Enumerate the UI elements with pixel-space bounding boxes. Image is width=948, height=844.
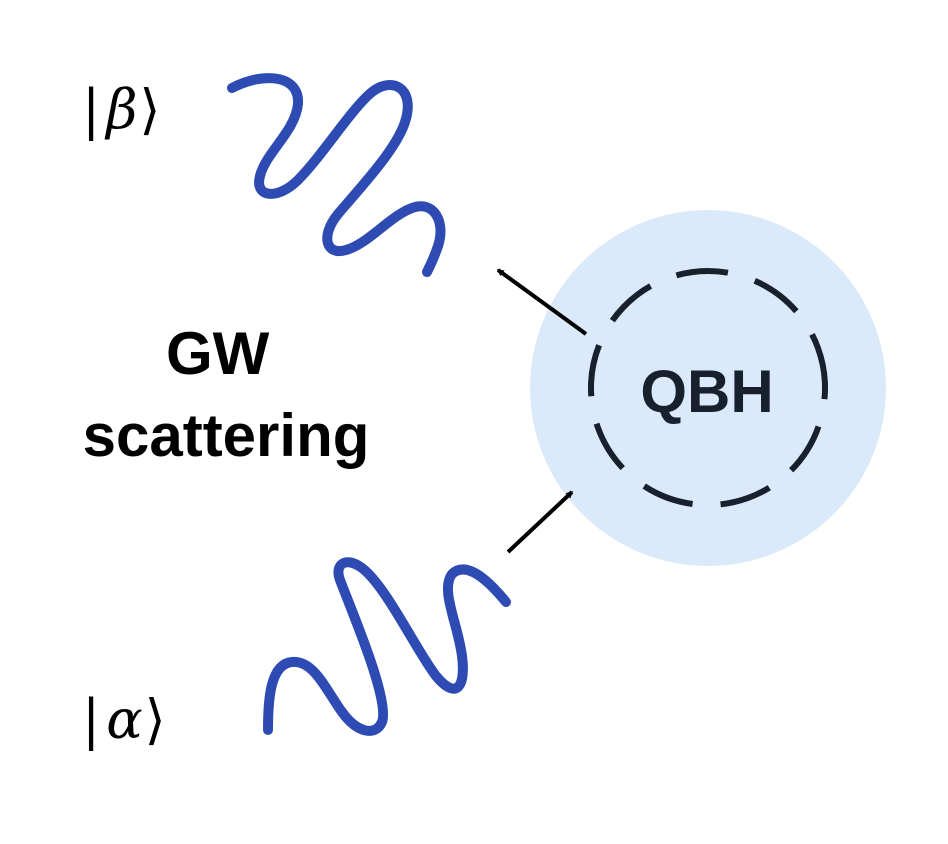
- outgoing-state-angle: ⟩: [139, 78, 160, 141]
- qbh-label: QBH: [640, 358, 773, 425]
- incoming-gravitational-wave: [263, 557, 511, 736]
- qbh-halo: [530, 210, 886, 566]
- process-label-line1: GW: [166, 320, 270, 387]
- arrow-up-right-icon: [506, 490, 574, 554]
- qbh-horizon-dashed-circle: [588, 268, 828, 508]
- incoming-state-label: |α⟩: [82, 688, 166, 751]
- outgoing-state-bar: |: [82, 78, 100, 141]
- outgoing-state-label: |β⟩: [82, 78, 161, 141]
- outgoing-state-symbol: β: [104, 78, 137, 141]
- incoming-state-symbol: α: [106, 688, 142, 751]
- process-label: GW scattering: [83, 320, 370, 469]
- process-label-line2: scattering: [83, 402, 370, 469]
- incoming-state-bar: |: [82, 688, 100, 751]
- arrow-up-left-icon: [496, 268, 588, 336]
- incoming-state-angle: ⟩: [145, 688, 166, 751]
- outgoing-gravitational-wave: [227, 73, 446, 277]
